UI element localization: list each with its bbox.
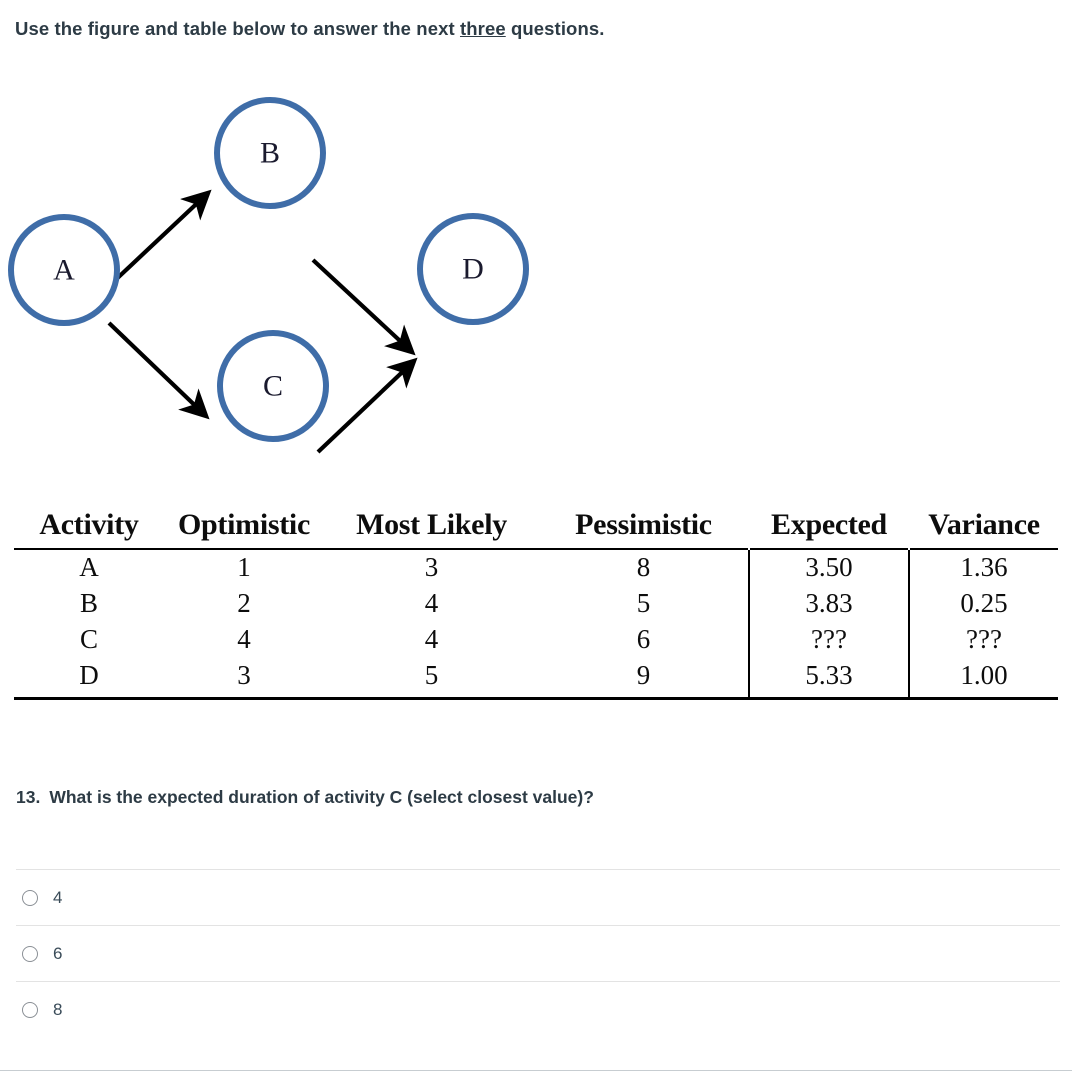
answer-option-label: 4	[53, 887, 63, 907]
table-row: A 1 3 8 3.50 1.36	[14, 549, 1058, 586]
column-header-most-likely: Most Likely	[356, 508, 507, 541]
instruction-text-before: Use the figure and table below to answer…	[15, 18, 460, 39]
table-header-row: Activity Optimistic Most Likely Pessimis…	[14, 508, 1058, 549]
node-b-label: B	[260, 137, 280, 170]
cell-pessimistic: 8	[636, 552, 651, 582]
cell-variance: 1.00	[908, 658, 1058, 699]
answer-option-2[interactable]: 6	[16, 925, 1060, 981]
instruction-text-after: questions.	[505, 18, 605, 39]
pert-estimates-table: Activity Optimistic Most Likely Pessimis…	[14, 508, 1058, 700]
cell-pessimistic: 5	[636, 588, 651, 618]
instruction-text: Use the figure and table below to answer…	[15, 18, 604, 40]
answer-options-list: 4 6 8	[16, 869, 1060, 1037]
column-header-optimistic: Optimistic	[178, 508, 310, 541]
column-header-pessimistic: Pessimistic	[575, 508, 712, 541]
question-number: 13.	[16, 787, 41, 807]
cell-activity: B	[79, 588, 98, 618]
edge-c-to-d	[316, 357, 418, 454]
cell-optimistic: 2	[237, 588, 251, 618]
column-header-expected: Expected	[771, 508, 887, 541]
table-row: C 4 4 6 ??? ???	[14, 622, 1058, 658]
edge-a-to-b	[107, 189, 212, 288]
cell-most-likely: 4	[424, 588, 439, 618]
radio-button-icon[interactable]	[22, 1001, 38, 1018]
cell-most-likely: 4	[424, 624, 439, 654]
cell-variance: 1.36	[908, 549, 1058, 586]
cell-pessimistic: 9	[636, 660, 651, 690]
question-text: What is the expected duration of activit…	[49, 787, 594, 807]
cell-most-likely: 3	[424, 552, 439, 582]
radio-button-icon[interactable]	[22, 889, 38, 906]
cell-optimistic: 1	[237, 552, 251, 582]
table-row: D 3 5 9 5.33 1.00	[14, 658, 1058, 699]
cell-optimistic: 4	[237, 624, 251, 654]
activity-network-diagram: A B C D	[0, 80, 560, 460]
node-c-label: C	[263, 370, 283, 403]
cell-pessimistic: 6	[636, 624, 651, 654]
cell-activity: D	[79, 660, 99, 690]
question-prompt: 13. What is the expected duration of acti…	[16, 787, 594, 808]
answer-option-1[interactable]: 4	[16, 869, 1060, 925]
node-c: C	[217, 330, 329, 442]
radio-button-icon[interactable]	[22, 945, 38, 962]
section-divider	[0, 1070, 1072, 1071]
answer-option-label: 8	[53, 999, 63, 1019]
cell-activity: A	[79, 552, 99, 582]
answer-option-label: 6	[53, 943, 63, 963]
node-a: A	[8, 214, 120, 326]
answer-option-3[interactable]: 8	[16, 981, 1060, 1037]
edge-b-to-d	[311, 258, 416, 356]
cell-expected: 5.33	[748, 658, 909, 699]
cell-variance: 0.25	[908, 586, 1058, 622]
cell-expected: 3.83	[748, 586, 909, 622]
cell-activity: C	[79, 624, 98, 654]
column-header-activity: Activity	[39, 508, 139, 541]
instruction-text-emphasis: three	[459, 18, 506, 39]
node-a-label: A	[53, 254, 75, 287]
cell-optimistic: 3	[237, 660, 251, 690]
column-header-variance: Variance	[928, 508, 1040, 541]
node-d-label: D	[462, 253, 484, 286]
node-d: D	[417, 213, 529, 325]
edge-a-to-c	[107, 321, 210, 420]
cell-variance: ???	[908, 622, 1058, 658]
cell-expected: ???	[748, 622, 909, 658]
cell-most-likely: 5	[424, 660, 439, 690]
node-b: B	[214, 97, 326, 209]
table-row: B 2 4 5 3.83 0.25	[14, 586, 1058, 622]
cell-expected: 3.50	[748, 549, 909, 586]
